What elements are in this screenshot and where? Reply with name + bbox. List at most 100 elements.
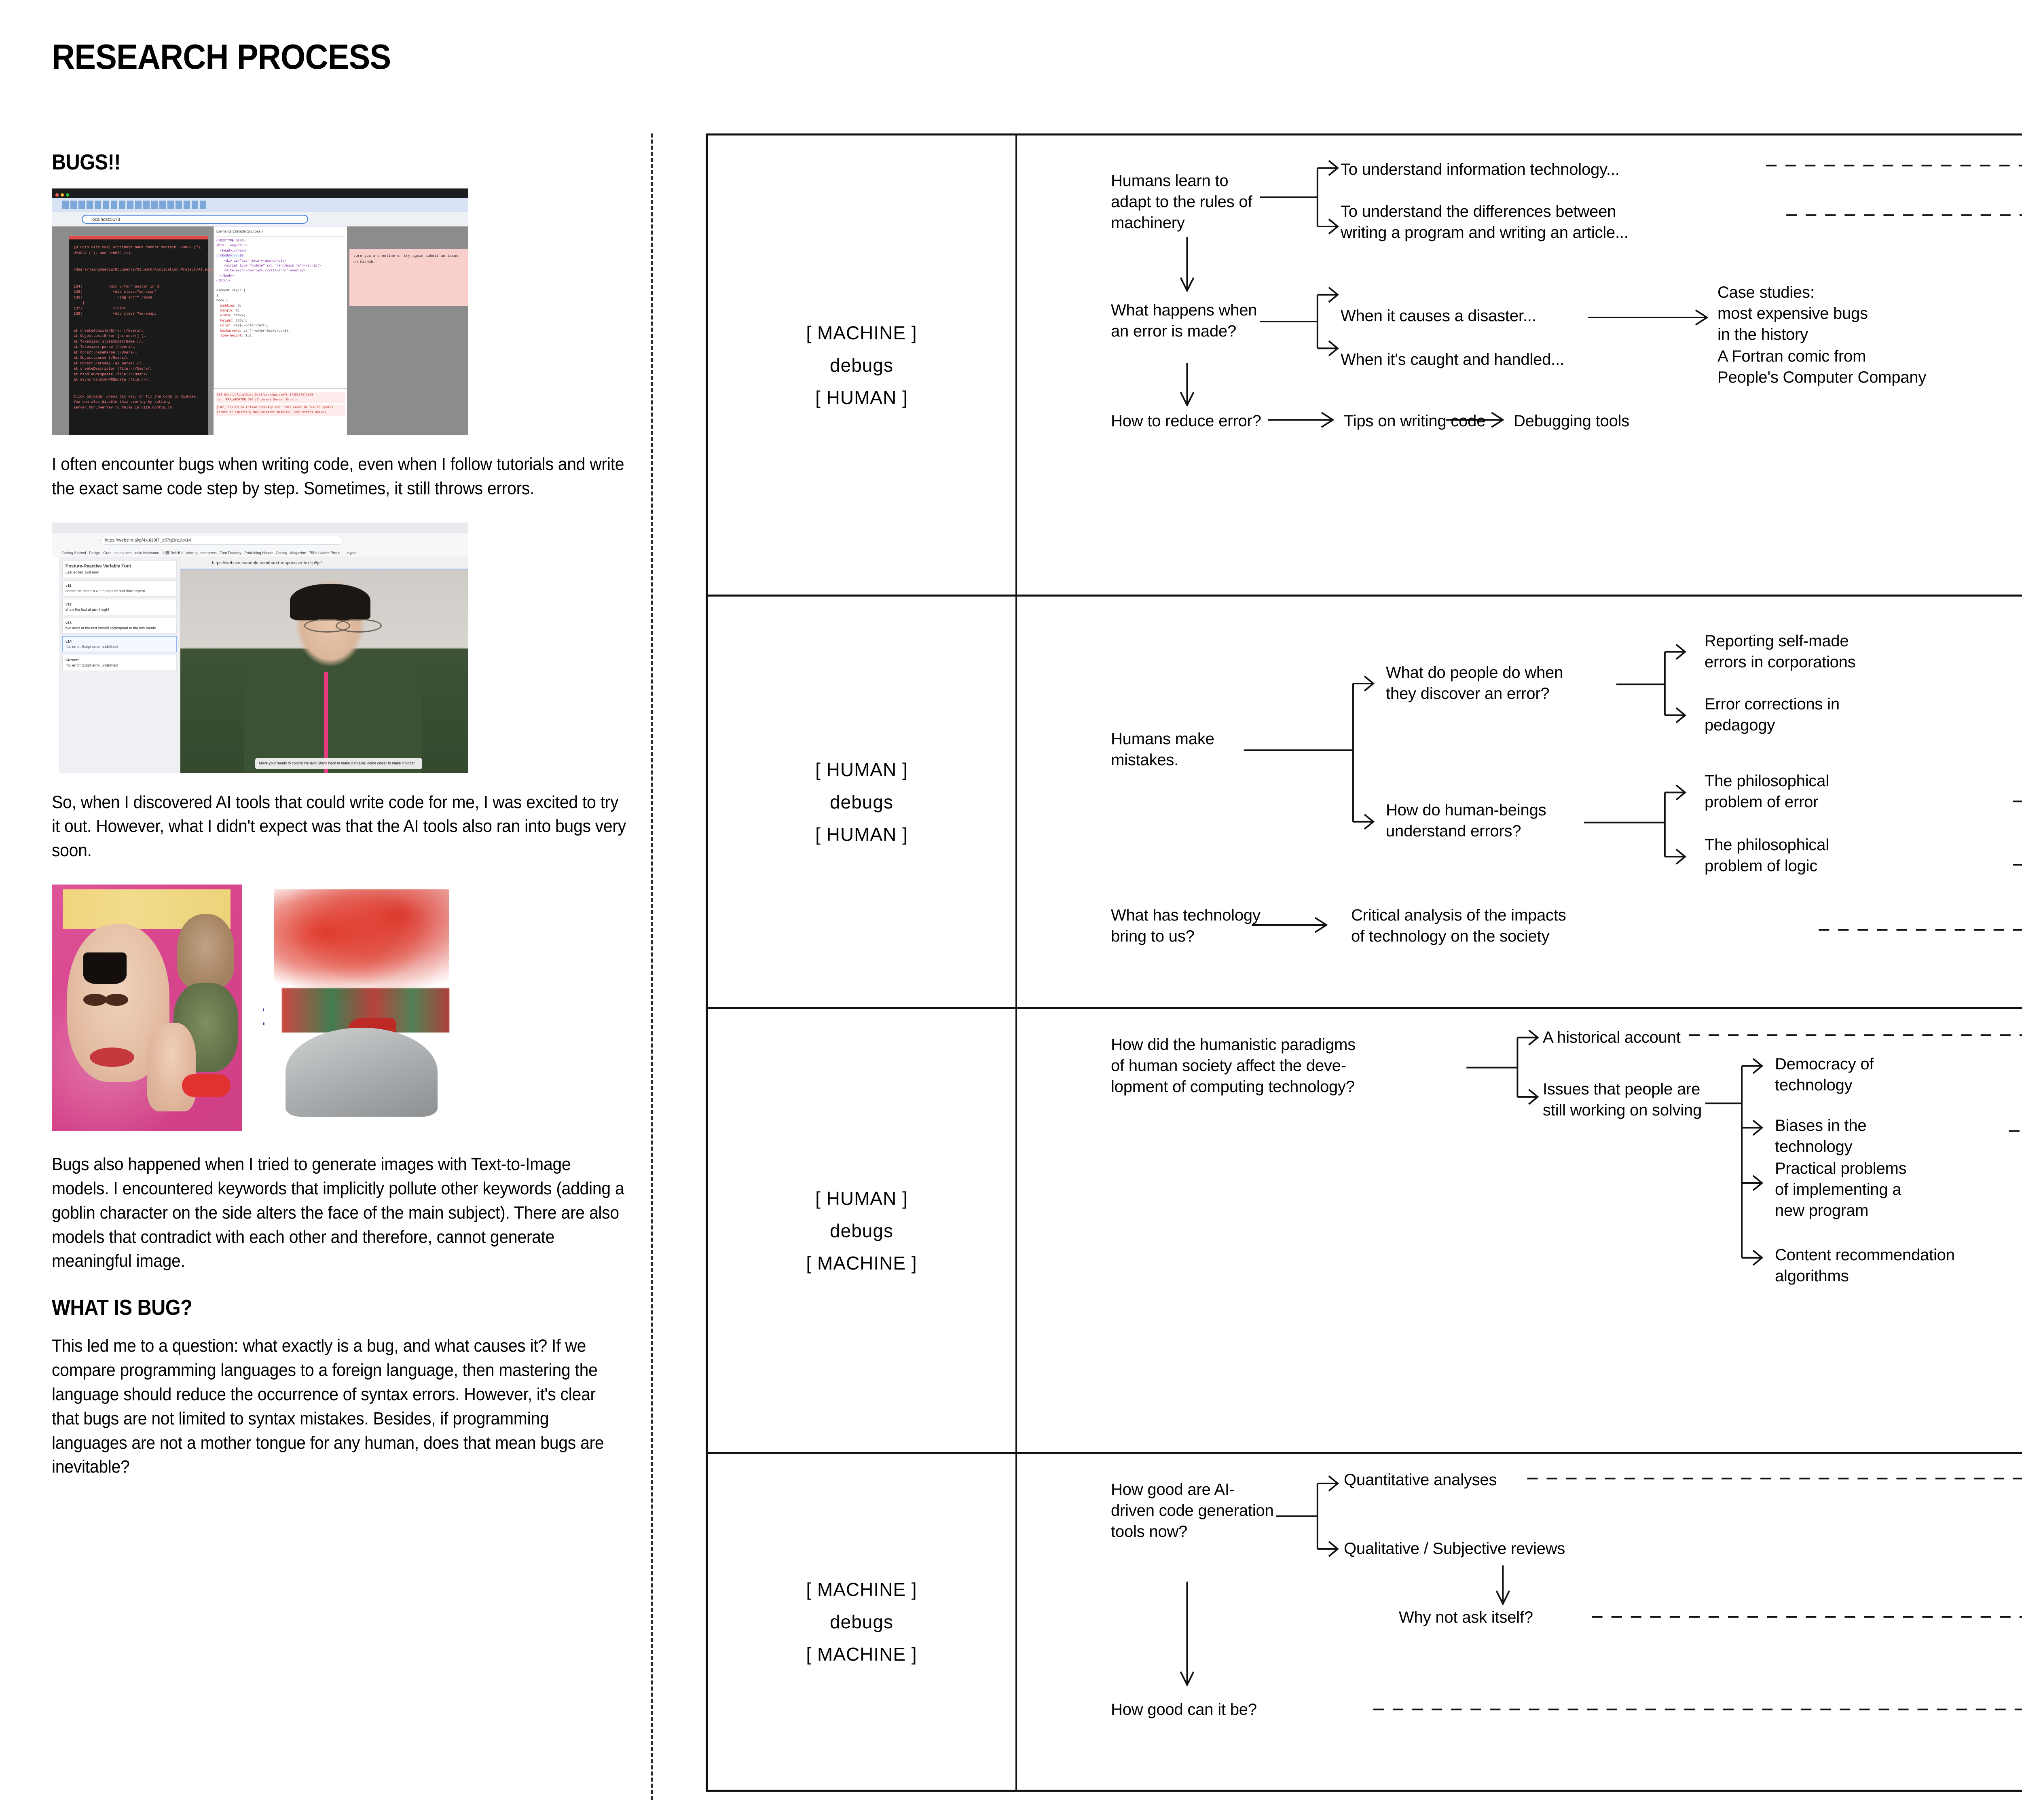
generated-image-degraded: E: [263, 885, 453, 1132]
secondary-figure: [147, 1022, 197, 1112]
node-r1n4: What happens when an error is made?: [1111, 301, 1257, 340]
research-map-board: [ MACHINE ] debugs [ HUMAN ]: [706, 133, 2022, 1792]
browser-tabs[interactable]: [62, 201, 206, 209]
vertical-dashed-divider: [651, 133, 653, 1800]
devtools-elements-tree: <!DOCTYPE html><html lang="en"> <head>…<…: [216, 239, 321, 283]
section-heading-bugs: BUGS!!: [52, 150, 121, 174]
node-r4n3: Qualitative / Subjective reviews: [1344, 1540, 1565, 1558]
node-r2n7: The philosophical problem of logic: [1705, 836, 1829, 875]
console-error-1: GET http://localhost:5173/src/App.vue?t=…: [216, 392, 345, 403]
goblin-character: [177, 914, 235, 988]
row-1-map: Humans learn to adapt to the rules of ma…: [1017, 135, 2022, 595]
url-input[interactable]: localhost:5173: [82, 215, 308, 224]
node-r1n6: When it's caught and handled...: [1341, 351, 1564, 368]
node-r3n7: Content recommendation algorithms: [1775, 1246, 1955, 1285]
portrait-hair: [290, 584, 370, 620]
stray-letter-glyph: E: [263, 1003, 265, 1031]
row-label-line: [ HUMAN ]: [815, 823, 908, 845]
error-stack-trace: at createCompilerError (/Users/… at Obje…: [74, 328, 152, 382]
devtools-tab-row[interactable]: Elements Console Sources »: [216, 229, 345, 237]
left-column: BUGS!! localhost:5173: [52, 150, 630, 1501]
subject-eye-right: [105, 993, 129, 1006]
node-r3n3: Issues that people are still working on …: [1543, 1080, 1702, 1119]
version-item[interactable]: v11 center the camera video capture and …: [62, 580, 177, 597]
portrait-glasses-right: [336, 619, 382, 633]
row-label-line: [ HUMAN ]: [815, 1187, 908, 1209]
generated-image-collage: [52, 885, 242, 1132]
error-dismiss-hint: Click outside, press Esc key, or fix the…: [74, 394, 198, 410]
node-r1n2: To understand information technology...: [1341, 161, 1620, 178]
error-accent-bar: [69, 236, 208, 239]
version-item[interactable]: v12 show the text at arm height: [62, 599, 177, 615]
console-error-2: [hmr] Failed to reload /src/App.vue. Thi…: [216, 404, 345, 416]
vite-error-overlay: [plugin:vite:vue] Attribute name cannot …: [69, 236, 340, 435]
error-code-snippet: 134| <div v-for="poster in d: 135| <div …: [74, 284, 161, 316]
bookmarks-bar[interactable]: Getting Started Design Grad media arts i…: [52, 547, 468, 557]
subject-lips: [90, 1047, 134, 1067]
browser-viewport: [plugin:vite:vue] Attribute name cannot …: [52, 226, 468, 435]
error-file-path[interactable]: /Users/jiangyueqiu/Documents/01_work/App…: [74, 268, 340, 272]
portrait-jacket: [243, 667, 423, 773]
websim-version-sidebar[interactable]: Posture-Reactive Variable Font Last edit…: [59, 557, 180, 773]
node-r4n4: Why not ask itself?: [1399, 1608, 1533, 1626]
node-r3n1: How did the humanistic paradigms of huma…: [1111, 1036, 1356, 1096]
node-r3n6: Practical problems of implementing a new…: [1775, 1160, 1907, 1219]
node-r2n5: Error corrections in pedagogy: [1705, 695, 1840, 734]
version-tag: v12: [66, 602, 72, 606]
browser-url-bar[interactable]: localhost:5173: [52, 212, 468, 226]
version-tag: Current: [66, 658, 79, 662]
board-row-human-debugs-machine: [ HUMAN ] debugs [ MACHINE ]: [708, 1009, 2022, 1454]
node-r1n1: Humans learn to adapt to the rules of ma…: [1111, 172, 1252, 232]
portrait-jacket-zipper: [324, 671, 328, 773]
subject-hair-bangs: [83, 952, 127, 984]
row-4-map: How good are AI- driven code generation …: [1017, 1454, 2022, 1790]
figure-websim-screenshot: https://websim.ai/p/4xui19t7_z57qj3rz1io…: [52, 522, 468, 773]
error-notice-panel: sure you are online or try again submit …: [349, 249, 468, 306]
version-text: !fix: error: Script error. undefined: [66, 663, 118, 668]
version-item-current[interactable]: Current !fix: error: Script error. undef…: [62, 655, 177, 671]
browser-tab-strip[interactable]: [52, 198, 468, 212]
version-item-selected[interactable]: v14 !fix: error: Script error. undefined: [62, 636, 177, 653]
section-bugs: BUGS!! localhost:5173: [52, 150, 630, 1273]
firefox-url-bar[interactable]: https://websim.ai/p/4xui19t7_z57qj3rz1io…: [52, 533, 468, 548]
node-r1n3: To understand the differences between wr…: [1341, 203, 1629, 241]
node-r2n6: The philosophical problem of error: [1705, 772, 1829, 811]
node-r4n1: How good are AI- driven code generation …: [1111, 1481, 1274, 1541]
webcam-portrait-photo: Move your hands to control the text! Sta…: [180, 570, 468, 773]
devtools-console[interactable]: GET http://localhost:5173/src/App.vue?t=…: [214, 388, 347, 435]
board-row-human-debugs-human: [ HUMAN ] debugs [ HUMAN ]: [708, 597, 2022, 1009]
version-item[interactable]: v13 two ends of the text should correspo…: [62, 617, 177, 634]
websim-project-header: Posture-Reactive Variable Font Last edit…: [62, 560, 177, 578]
red-sticker: [182, 1074, 231, 1097]
figure-text-to-image-results: E: [52, 885, 468, 1135]
version-text: !fix: error: Script error. undefined: [66, 644, 118, 649]
node-r3n2: A historical account: [1543, 1029, 1681, 1046]
row-2-map: Humans make mistakes. What do people do …: [1017, 597, 2022, 1007]
row-label-line: debugs: [830, 1220, 893, 1241]
version-tag: v14: [66, 639, 72, 643]
row-label-line: [ HUMAN ]: [815, 759, 908, 780]
paragraph-bugs-2: So, when I discovered AI tools that coul…: [52, 792, 626, 861]
node-r2n8: What has technology bring to us?: [1111, 906, 1261, 945]
paragraph-bugs-3: Bugs also happened when I tried to gener…: [52, 1154, 624, 1271]
row-label-line: [ MACHINE ]: [806, 1252, 917, 1274]
row-label-line: [ HUMAN ]: [815, 387, 908, 408]
node-r3n5: Biases in the technology: [1775, 1117, 1867, 1155]
devtools-styles-panel: element.style {}body { padding: 0; margi…: [216, 286, 345, 339]
websim-last-edited: Last edited: just now: [66, 570, 99, 574]
macos-menubar: [52, 188, 468, 198]
row-label-line: debugs: [830, 791, 893, 813]
error-title: [plugin:vite:vue] Attribute name cannot …: [74, 245, 205, 255]
firefox-tab-strip[interactable]: [52, 522, 468, 533]
websim-url-input[interactable]: https://websim.ai/p/4xui19t7_z57qj3rz1io…: [100, 535, 343, 545]
board-row-machine-debugs-human: [ MACHINE ] debugs [ HUMAN ]: [708, 135, 2022, 597]
node-r2n4: Reporting self-made errors in corporatio…: [1705, 632, 1856, 671]
row-label-line: [ MACHINE ]: [806, 1644, 917, 1665]
node-r1n11: Debugging tools: [1514, 412, 1630, 430]
figure-vite-error-screenshot: localhost:5173 [plugin:vite:vue] Attribu…: [52, 188, 468, 435]
version-text: center the camera video capture and don'…: [66, 588, 145, 593]
node-r2n3: How do human-beings understand errors?: [1386, 801, 1546, 840]
preview-url-bar[interactable]: https://websim.example.com/hand-responsi…: [180, 557, 468, 569]
red-noise-cloud: [274, 889, 449, 998]
